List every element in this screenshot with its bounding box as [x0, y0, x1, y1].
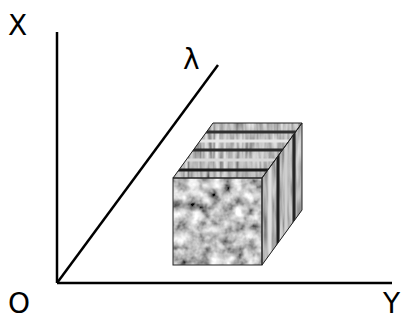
axis-label: Y: [383, 290, 400, 318]
y-axis: [57, 282, 392, 285]
cube-front-face: [173, 178, 262, 265]
x-axis: [56, 32, 59, 283]
origin-label: O: [8, 290, 30, 318]
cube-side-face: [258, 100, 306, 280]
cube-edges: [173, 123, 302, 265]
axis-label: λ: [183, 46, 200, 74]
axis-label: X: [8, 12, 27, 40]
